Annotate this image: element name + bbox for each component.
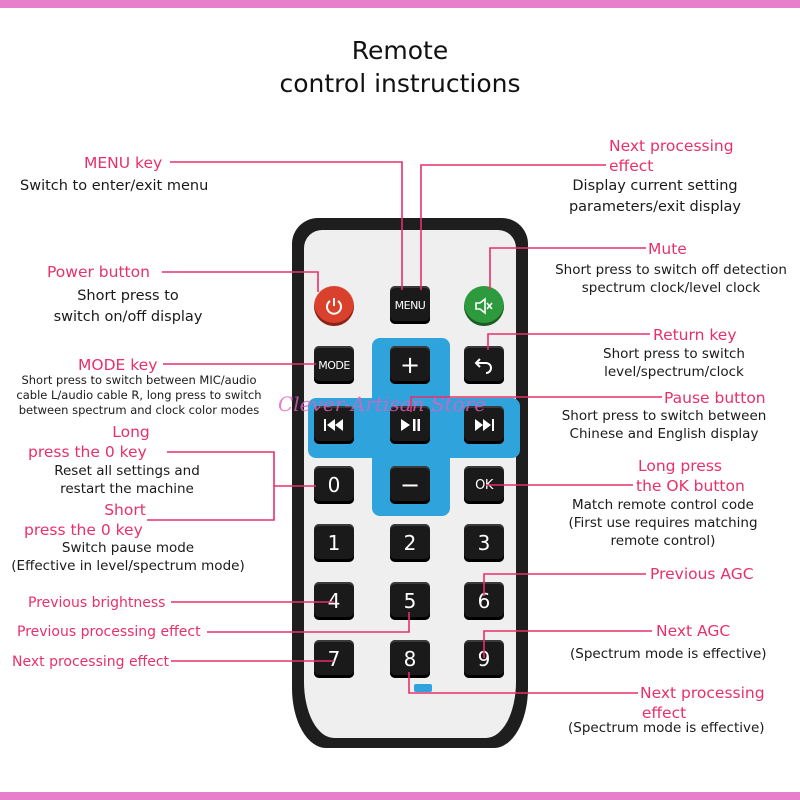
leader-short-zero bbox=[147, 486, 275, 521]
digit-7-button[interactable]: 7 bbox=[314, 640, 354, 678]
pause-title: Pause button bbox=[664, 389, 766, 407]
mode-key-title: MODE key bbox=[78, 356, 158, 374]
pause-desc-2: Chinese and English display bbox=[569, 426, 759, 442]
long-ok-title-2: the OK button bbox=[636, 477, 745, 495]
top-border-band bbox=[0, 0, 800, 8]
next-effect-top-desc-1: Display current setting bbox=[572, 178, 738, 194]
mute-speaker-icon bbox=[475, 297, 493, 315]
return-key-title: Return key bbox=[653, 326, 737, 344]
next-track-button[interactable] bbox=[464, 406, 504, 444]
return-arrow-icon bbox=[474, 358, 492, 374]
store-watermark: Clever-Artisan Store bbox=[278, 392, 487, 416]
play-pause-icon bbox=[401, 419, 420, 431]
long-ok-desc-1: Match remote control code bbox=[572, 497, 754, 513]
next-effect-top-title-1: Next processing bbox=[609, 137, 734, 155]
long-zero-title-1: Long bbox=[112, 423, 150, 441]
leader-power bbox=[162, 271, 319, 292]
pause-desc-1: Short press to switch between bbox=[561, 408, 767, 424]
next-effect-bottom-title-2: effect bbox=[641, 704, 687, 722]
short-zero-desc-2: (Effective in level/spectrum mode) bbox=[11, 558, 245, 574]
menu-key-desc: Switch to enter/exit menu bbox=[20, 178, 209, 194]
return-button[interactable] bbox=[464, 346, 504, 384]
leader-menu bbox=[170, 161, 403, 290]
long-ok-desc-2: (First use requires matching bbox=[568, 515, 758, 531]
next-effect-low-title: Next processing effect bbox=[12, 654, 170, 670]
long-ok-desc-3: remote control) bbox=[610, 533, 716, 549]
digit-5-button[interactable]: 5 bbox=[390, 582, 430, 620]
title-line-1: Remote bbox=[351, 36, 449, 65]
next-effect-top-desc-2: parameters/exit display bbox=[568, 199, 742, 215]
long-zero-desc-2: restart the machine bbox=[60, 481, 194, 497]
digit-8-button[interactable]: 8 bbox=[390, 640, 430, 678]
return-key-desc-1: Short press to switch bbox=[603, 346, 745, 362]
short-zero-title-1: Short bbox=[104, 501, 146, 519]
volume-plus-button[interactable]: + bbox=[390, 346, 430, 384]
leader-prev-effect bbox=[207, 612, 410, 633]
prev-brightness-title: Previous brightness bbox=[28, 595, 166, 611]
play-pause-button[interactable] bbox=[390, 406, 430, 444]
mode-key-desc-1: Short press to switch between MIC/audio bbox=[21, 373, 257, 387]
next-effect-bottom-desc: (Spectrum mode is effective) bbox=[568, 720, 765, 736]
mode-key-desc-3: between spectrum and clock color modes bbox=[18, 403, 260, 417]
long-ok-title-1: Long press bbox=[638, 457, 722, 475]
previous-track-button[interactable] bbox=[314, 406, 354, 444]
next-effect-bottom-title-1: Next processing bbox=[640, 684, 765, 702]
leader-next-effect-top bbox=[420, 164, 606, 290]
mode-key-desc-2: cable L/audio cable R, long press to swi… bbox=[16, 388, 262, 402]
mute-desc-2: spectrum clock/level clock bbox=[581, 280, 761, 296]
mode-button[interactable]: MODE bbox=[314, 346, 354, 384]
power-icon bbox=[326, 298, 342, 315]
leader-pause bbox=[410, 396, 662, 412]
next-agc-title: Next AGC bbox=[656, 622, 731, 640]
leader-next-agc bbox=[483, 630, 652, 658]
ir-indicator bbox=[414, 684, 432, 692]
mute-title: Mute bbox=[648, 240, 687, 258]
digit-3-button[interactable]: 3 bbox=[464, 524, 504, 562]
long-zero-title-2: press the 0 key bbox=[28, 443, 147, 461]
long-zero-desc-1: Reset all settings and bbox=[54, 463, 200, 479]
digit-2-button[interactable]: 2 bbox=[390, 524, 430, 562]
short-zero-desc-1: Switch pause mode bbox=[61, 540, 195, 556]
prev-agc-title: Previous AGC bbox=[650, 565, 754, 583]
next-track-icon bbox=[475, 419, 494, 431]
previous-track-icon bbox=[324, 419, 343, 431]
next-agc-desc: (Spectrum mode is effective) bbox=[570, 646, 767, 662]
power-desc-1: Short press to bbox=[77, 288, 179, 304]
short-zero-title-2: press the 0 key bbox=[24, 521, 143, 539]
next-effect-top-title-2: effect bbox=[609, 157, 654, 175]
leader-long-zero bbox=[167, 451, 316, 487]
leader-prev-agc bbox=[483, 573, 646, 596]
power-title: Power button bbox=[47, 263, 150, 281]
menu-button[interactable]: MENU bbox=[390, 286, 430, 324]
leader-mute bbox=[489, 247, 646, 290]
digit-0-button[interactable]: 0 bbox=[314, 466, 354, 504]
prev-effect-title: Previous processing effect bbox=[17, 624, 201, 640]
digit-1-button[interactable]: 1 bbox=[314, 524, 354, 562]
power-button[interactable] bbox=[314, 286, 354, 326]
power-desc-2: switch on/off display bbox=[53, 309, 203, 325]
digit-4-button[interactable]: 4 bbox=[314, 582, 354, 620]
menu-key-title: MENU key bbox=[84, 154, 163, 172]
leader-next-effect-bottom bbox=[408, 672, 638, 694]
return-key-desc-2: level/spectrum/clock bbox=[604, 364, 744, 380]
title-line-2: control instructions bbox=[279, 69, 521, 98]
digit-6-button[interactable]: 6 bbox=[464, 582, 504, 620]
volume-minus-button[interactable]: − bbox=[390, 466, 430, 504]
leader-return bbox=[487, 333, 650, 350]
bottom-border-band bbox=[0, 792, 800, 800]
mute-button[interactable] bbox=[464, 286, 504, 326]
diagram-title: Remote control instructions bbox=[0, 34, 800, 100]
mute-desc-1: Short press to switch off detection bbox=[555, 262, 787, 278]
